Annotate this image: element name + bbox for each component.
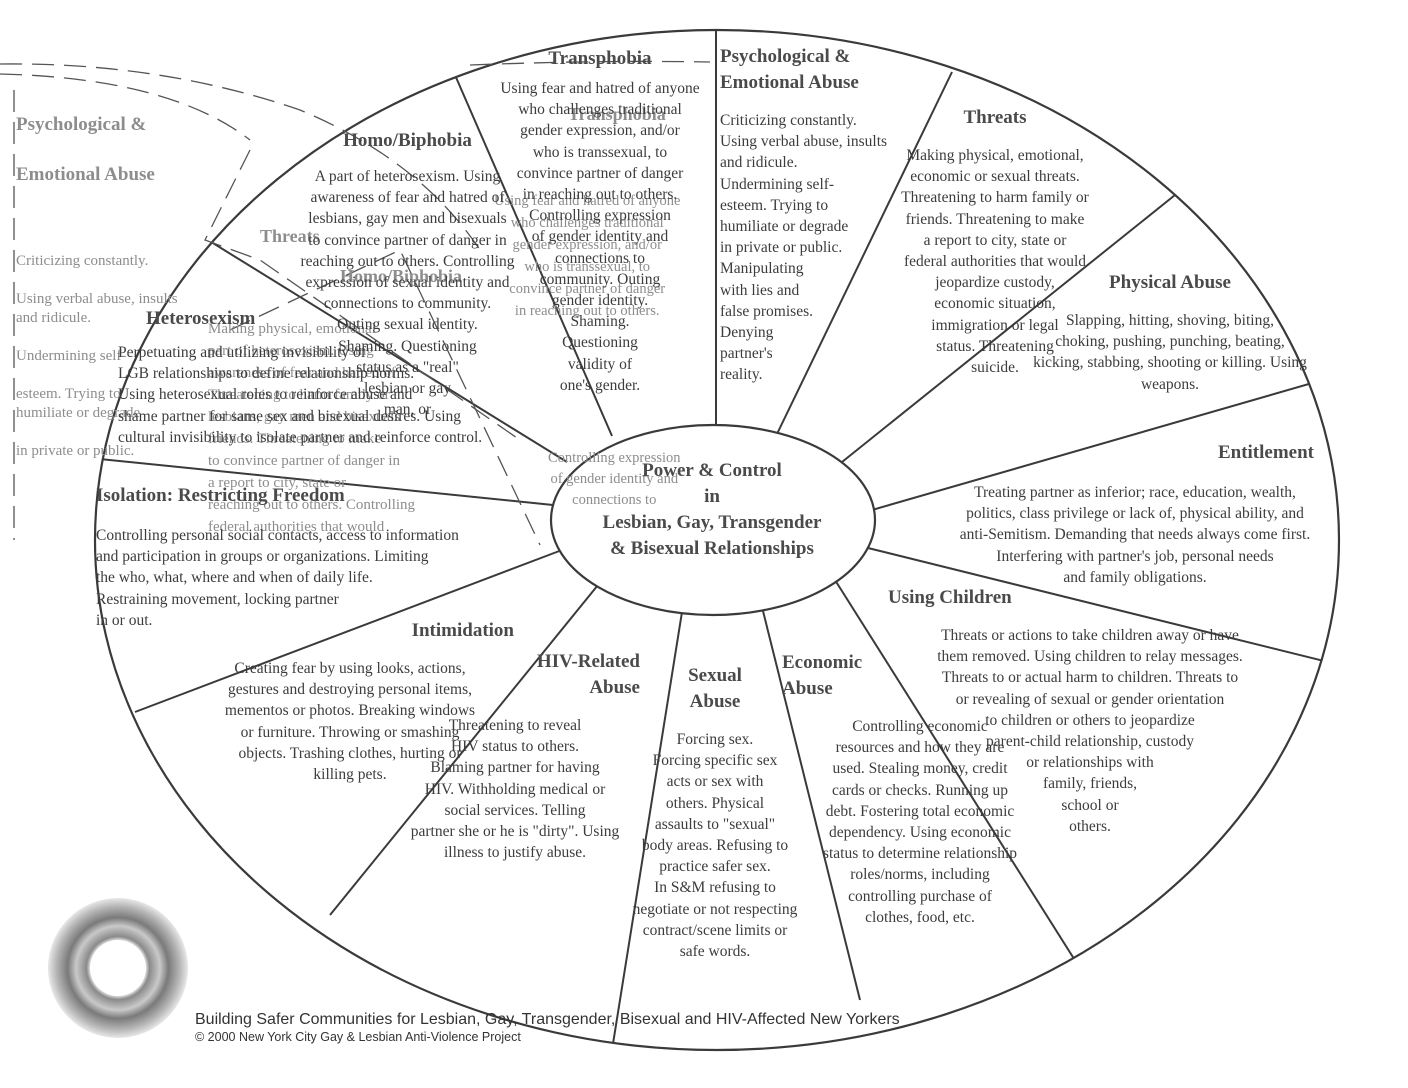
segment-heading: Intimidation: [411, 620, 514, 641]
segment-using-children: Using Children Threats or actions to tak…: [880, 585, 1300, 837]
center-ellipse: [549, 423, 877, 617]
segment-text: Slapping, hitting, shoving, biting, chok…: [1033, 312, 1307, 393]
segment-physical: Physical Abuse Slapping, hitting, shovin…: [950, 270, 1390, 395]
segment-heading: HIV-Related Abuse: [536, 651, 640, 698]
segment-text: Perpetuating and utilizing invisibility …: [118, 344, 483, 446]
segment-sexual: Sexual Abuse Forcing sex. Forcing specif…: [612, 663, 818, 962]
segment-heading: Heterosexism: [146, 308, 256, 329]
segment-text: Forcing sex. Forcing specific sex acts o…: [632, 731, 798, 961]
ghost-making: Making physical, emotional part of heter…: [208, 321, 416, 535]
segment-text: Threats or actions to take children away…: [937, 627, 1243, 835]
ghost-psych-heading: Psychological & Emotional Abuse: [16, 114, 155, 185]
segment-text: Using fear and hatred of anyone who chal…: [500, 80, 700, 394]
segment-text: Controlling personal social contacts, ac…: [96, 527, 459, 629]
ghost-trans-text: Using fear and hatred of anyone who chal…: [494, 193, 681, 319]
segment-text: Treating partner as inferior; race, educ…: [959, 484, 1311, 586]
footer-title: Building Safer Communities for Lesbian, …: [195, 1011, 900, 1028]
segment-text: Controlling economic resources and how t…: [822, 718, 1018, 926]
segment-heading: Entitlement: [1217, 442, 1314, 463]
segment-text: Making physical, emotional, economic or …: [901, 147, 1089, 377]
segment-heading: Economic Abuse: [782, 652, 863, 699]
segment-threats: Threats Making physical, emotional, econ…: [800, 105, 1190, 378]
segment-homobiphobia: Homo/Biphobia A part of heterosexism. Us…: [250, 128, 565, 420]
ghost-threats: Threats: [260, 226, 320, 246]
segment-heading: Physical Abuse: [1109, 272, 1231, 293]
segment-psychological: Psychological & Emotional Abuse Criticiz…: [720, 44, 920, 386]
segment-heading: Homo/Biphobia: [343, 130, 472, 151]
segment-heading: Using Children: [888, 587, 1012, 608]
ghost-homo: Homo/Biphobia: [340, 266, 463, 286]
center-title: Power & Control in Lesbian, Gay, Transge…: [602, 460, 822, 559]
segment-transphobia: Transphobia Using fear and hatred of any…: [470, 46, 730, 396]
segment-text: Creating fear by using looks, actions, g…: [224, 660, 476, 784]
segment-text: Criticizing constantly. Using verbal abu…: [720, 112, 888, 384]
segment-text: Threatening to reveal HIV status to othe…: [410, 717, 620, 862]
avp-logo: [48, 898, 188, 1038]
segment-heterosexism: Heterosexism Perpetuating and utilizing …: [118, 306, 548, 448]
segment-heading: Psychological & Emotional Abuse: [720, 46, 859, 93]
footer: Building Safer Communities for Lesbian, …: [195, 1011, 900, 1044]
segment-entitlement: Entitlement Treating partner as inferior…: [930, 440, 1340, 588]
segment-heading: Sexual Abuse: [688, 665, 742, 712]
segment-economic: Economic Abuse Controlling economic reso…: [772, 650, 1068, 928]
segment-heading: Transphobia: [548, 48, 652, 69]
ghost-psych-text: Criticizing constantly. Using verbal abu…: [16, 253, 178, 459]
ghost-lines: [0, 60, 711, 546]
segment-heading: Isolation: Restricting Freedom: [96, 485, 345, 506]
spokes: [95, 30, 1339, 1050]
ghost-trans: Transphobia: [568, 104, 666, 124]
segment-isolation: Isolation: Restricting Freedom Controlli…: [96, 483, 516, 631]
segment-text: A part of heterosexism. Using awareness …: [300, 168, 515, 419]
segment-heading: Threats: [963, 107, 1027, 128]
footer-copyright: © 2000 New York City Gay & Lesbian Anti-…: [195, 1030, 521, 1044]
segment-intimidation: Intimidation Creating fear by using look…: [180, 618, 520, 785]
ghost-center-text: Controlling expression of gender identit…: [548, 450, 681, 508]
segment-hiv: HIV-Related Abuse Threatening to reveal …: [380, 649, 650, 863]
